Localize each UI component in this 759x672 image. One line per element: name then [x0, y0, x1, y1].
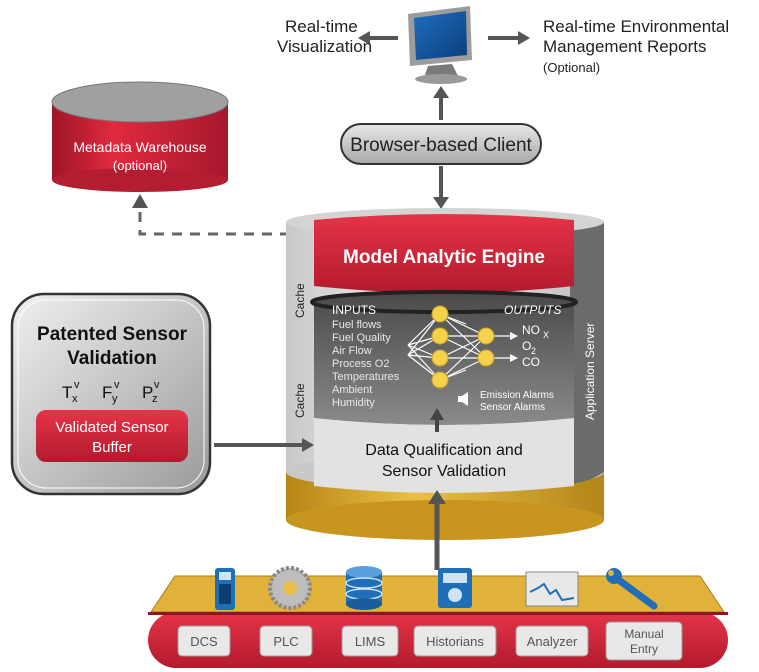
input-item: Humidity	[332, 397, 375, 409]
input-item: Air Flow	[332, 345, 372, 357]
sensor-title-line2: Validation	[67, 348, 157, 369]
arrow-client-monitor	[433, 86, 449, 120]
var-f-sup: v	[114, 379, 120, 391]
cache-bottom-label: Cache	[293, 383, 307, 418]
arrow-sources-to-engine	[428, 490, 446, 570]
source-analyzer: Analyzer	[527, 634, 578, 649]
disk-drive-icon	[438, 568, 472, 608]
engine-cylinder: Model Analytic Engine	[286, 208, 604, 540]
input-item: Ambient	[332, 384, 372, 396]
output-o2: O	[522, 339, 531, 353]
source-label-dcs: DCS	[177, 625, 231, 657]
dq-line2: Sensor Validation	[382, 463, 506, 480]
var-t-sup: v	[74, 379, 80, 391]
cache-top-label: Cache	[293, 283, 307, 318]
var-f-sub: y	[112, 393, 118, 405]
chart-screen-icon	[525, 571, 579, 607]
speaker-icon	[458, 392, 468, 406]
wrench-icon	[606, 568, 658, 610]
engine-title: Model Analytic Engine	[343, 247, 545, 268]
source-historians: Historians	[426, 634, 484, 649]
metadata-warehouse-cylinder: Metadata Warehouse (optional)	[51, 81, 229, 192]
source-entry: Entry	[630, 642, 658, 656]
input-item: Temperatures	[332, 371, 400, 383]
app-server-label: Application Server	[583, 323, 597, 420]
output-co: CO	[522, 355, 540, 369]
var-p-sup: v	[154, 379, 160, 391]
inputs-title: INPUTS	[332, 303, 376, 317]
gear-icon	[268, 566, 312, 610]
source-lims: LIMS	[355, 634, 386, 649]
warehouse-line1: Metadata Warehouse	[73, 139, 207, 155]
arrow-to-reports	[488, 31, 530, 45]
output-nox: NO	[522, 323, 540, 337]
source-label-manual: Manual Entry	[605, 621, 683, 661]
database-icon	[345, 566, 383, 610]
source-label-analyzer: Analyzer	[515, 625, 589, 657]
sensor-title-line1: Patented Sensor	[37, 324, 188, 345]
env-reports-line3: (Optional)	[543, 60, 600, 75]
buffer-line1: Validated Sensor	[55, 419, 168, 436]
source-label-lims: LIMS	[341, 625, 399, 657]
arrow-client-engine	[433, 166, 449, 209]
computer-monitor-icon	[408, 6, 472, 84]
realtime-vis-line1: Real-time	[285, 17, 358, 36]
sensor-alarms: Sensor Alarms	[480, 402, 545, 413]
sensor-variables: T x v F y v P z v	[62, 379, 160, 405]
arrow-buffer-to-engine	[214, 438, 314, 452]
warehouse-line2: (optional)	[113, 158, 167, 173]
env-reports-line1: Real-time Environmental	[543, 17, 729, 36]
arrow-to-visualization	[358, 31, 398, 45]
dashed-link-warehouse	[132, 194, 290, 236]
env-reports-line2: Management Reports	[543, 37, 706, 56]
browser-client-label: Browser-based Client	[350, 135, 532, 156]
input-item: Process O2	[332, 358, 389, 370]
emission-alarms: Emission Alarms	[480, 390, 554, 401]
source-dcs: DCS	[190, 634, 218, 649]
dcs-device-icon	[215, 568, 235, 610]
var-p-sub: z	[152, 393, 158, 405]
source-label-historians: Historians	[413, 625, 497, 657]
var-t: T	[62, 383, 72, 402]
var-p: P	[142, 383, 153, 402]
input-item: Fuel Quality	[332, 332, 391, 344]
validated-buffer: Validated Sensor Buffer	[36, 410, 188, 462]
neuron-nodes	[431, 305, 495, 389]
realtime-vis-line2: Visualization	[277, 37, 372, 56]
buffer-line2: Buffer	[92, 439, 132, 456]
input-item: Fuel flows	[332, 319, 382, 331]
outputs-title: OUTPUTS	[504, 303, 561, 317]
output-nox-sub: X	[543, 330, 549, 340]
var-f: F	[102, 383, 112, 402]
var-t-sub: x	[72, 393, 78, 405]
source-manual: Manual	[624, 627, 663, 641]
dq-line1: Data Qualification and	[365, 442, 522, 459]
arrow-dq-to-engine	[430, 408, 444, 432]
browser-client-node: Browser-based Client	[340, 123, 542, 165]
output-o2-sub: 2	[531, 346, 536, 356]
source-label-plc: PLC	[259, 625, 313, 657]
source-plc: PLC	[273, 634, 298, 649]
